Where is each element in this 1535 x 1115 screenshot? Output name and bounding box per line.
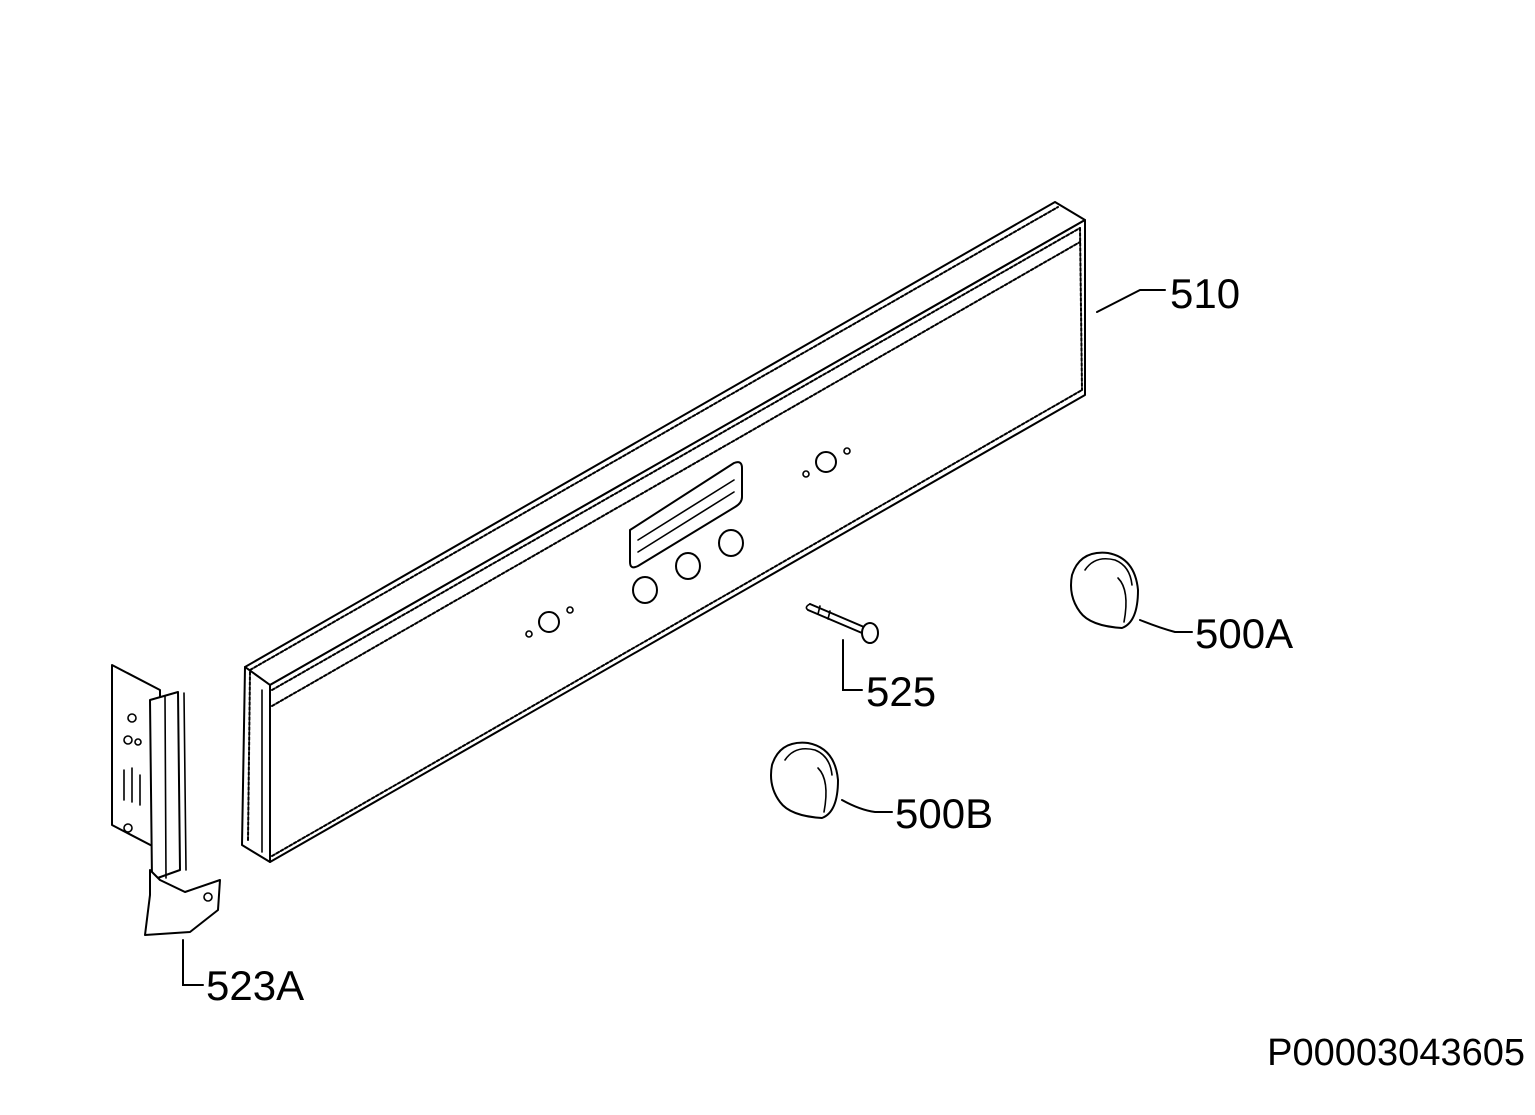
panel-left-edge-texture — [247, 671, 251, 841]
bracket-hole-4 — [123, 823, 133, 833]
panel-front-upper-groove — [271, 241, 1081, 707]
shaft-head — [861, 622, 879, 644]
panel-left-end — [241, 666, 271, 863]
button-hole-3 — [718, 529, 744, 557]
panel-front-bottom-texture — [271, 389, 1083, 857]
shaft — [805, 603, 879, 644]
callout-523a: 523A — [206, 962, 304, 1009]
leader-500b — [841, 799, 893, 813]
callout-525: 525 — [866, 668, 936, 715]
shaft-tip — [805, 603, 831, 620]
bracket-foot-hole — [203, 892, 213, 902]
knob-a-body — [1070, 551, 1139, 629]
knob-b-grip — [817, 767, 827, 813]
knob-b-body — [770, 741, 839, 819]
knob-a-grip — [1117, 577, 1127, 623]
bracket-hole-2 — [123, 735, 133, 745]
display-window-inner — [637, 479, 735, 553]
knob-b-face — [784, 747, 833, 776]
leader-525 — [842, 639, 863, 691]
callout-500b: 500B — [895, 790, 993, 837]
callout-510: 510 — [1170, 270, 1240, 317]
button-hole-2 — [675, 552, 701, 580]
panel-top-edge-texture — [249, 206, 1059, 671]
bracket-slot — [123, 767, 141, 806]
shaft-body — [807, 603, 865, 634]
leader-523a — [182, 939, 204, 986]
leader-510 — [1096, 289, 1166, 313]
leader-500a — [1139, 619, 1193, 633]
control-panel — [241, 201, 1086, 863]
display-window — [629, 461, 743, 569]
callout-500a: 500A — [1195, 610, 1293, 657]
knob-a-face — [1084, 557, 1133, 586]
bracket-hole-3 — [134, 738, 142, 746]
reference-code: P00003043605 — [1267, 1032, 1525, 1074]
bracket-rail-detail — [164, 692, 187, 879]
bracket — [111, 664, 221, 936]
knob-b — [770, 741, 839, 819]
panel-front-top-texture — [271, 227, 1081, 691]
bracket-foot — [144, 869, 221, 936]
right-knob-aperture — [802, 447, 851, 478]
knob-a — [1070, 551, 1139, 629]
panel-right-edge-texture — [1079, 227, 1083, 391]
bracket-hole-1 — [127, 713, 137, 723]
button-hole-1 — [632, 576, 658, 604]
left-knob-aperture — [525, 606, 574, 638]
